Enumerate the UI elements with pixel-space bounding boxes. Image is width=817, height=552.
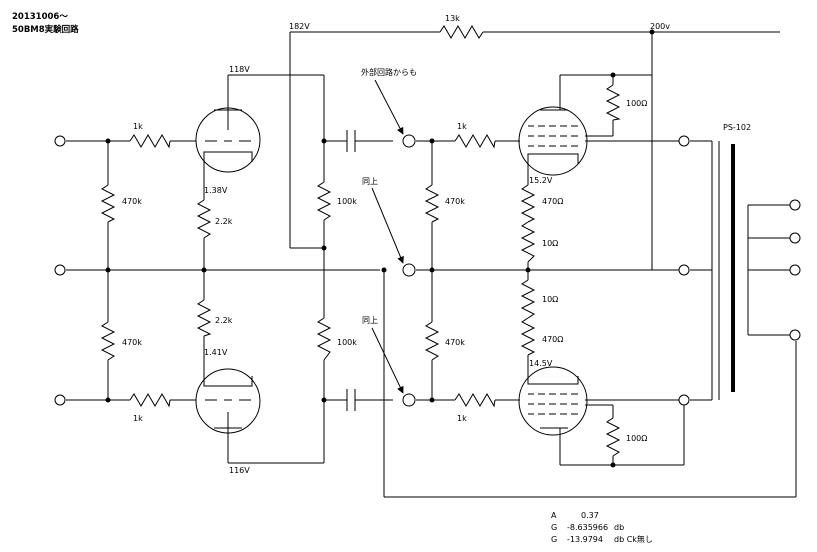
secondary-terminal-2 xyxy=(789,232,801,244)
secondary-terminal-3 xyxy=(789,264,801,276)
label-470k-in-top: 470k xyxy=(122,197,142,206)
resistor-2k2-bot xyxy=(196,299,212,337)
junctions xyxy=(105,29,655,468)
pt-terminal-bot xyxy=(678,394,690,406)
label-14-5v: 14.5V xyxy=(529,359,553,368)
label-1k-out-bot: 1k xyxy=(457,414,467,423)
title-circuit: 50BM8実験回路 xyxy=(12,24,79,35)
tube-lower-triode xyxy=(195,368,261,434)
label-1-41v: 1.41V xyxy=(204,348,228,357)
title-date: 20131006〜 xyxy=(12,12,68,22)
label-15-2v: 15.2V xyxy=(529,176,553,185)
label-470k-out-bot: 470k xyxy=(445,338,465,347)
label-same-1: 同上 xyxy=(362,177,378,186)
input-terminal-bot xyxy=(54,394,66,406)
result-unit-g1: db xyxy=(614,523,624,532)
label-1k-in-top: 1k xyxy=(133,122,143,131)
secondary-terminal-4 xyxy=(789,329,801,341)
label-470-ohm-a: 470Ω xyxy=(542,197,563,206)
jack-top xyxy=(402,134,416,148)
wires xyxy=(66,31,797,498)
label-1-38v: 1.38V xyxy=(204,186,228,195)
resistor-470k-out-bot xyxy=(424,321,440,361)
label-100-ohm-bot: 100Ω xyxy=(626,434,647,443)
resistor-1k-in-top xyxy=(129,134,171,149)
resistor-1k-in-bot xyxy=(129,393,171,408)
label-116v: 116V xyxy=(229,466,250,475)
resistor-100k-top xyxy=(316,181,332,221)
secondary-terminal-1 xyxy=(789,199,801,211)
pt-terminal-mid xyxy=(678,264,690,276)
resistor-10-ohm-b xyxy=(520,279,536,319)
label-470k-out-top: 470k xyxy=(445,197,465,206)
input-terminal-top xyxy=(54,135,66,147)
results-block: A 0.37 G -8.635966 db G -13.9794 db Ck無し xyxy=(551,511,653,544)
resistor-2k2-top xyxy=(196,199,212,239)
resistor-470k-out-top xyxy=(424,184,440,223)
arrow-same-2 xyxy=(371,327,404,394)
label-182v: 182V xyxy=(289,22,310,31)
jack-bot xyxy=(402,393,416,407)
label-10-ohm-a: 10Ω xyxy=(542,239,558,248)
label-118v: 118V xyxy=(229,65,250,74)
resistors xyxy=(100,25,621,457)
label-1k-in-bot: 1k xyxy=(133,414,143,423)
arrows xyxy=(371,79,404,394)
tube-upper-pentode xyxy=(518,106,588,176)
input-terminal-mid xyxy=(54,264,66,276)
result-value-g1: -8.635966 xyxy=(567,523,608,532)
label-2-2k-bot: 2.2k xyxy=(215,316,233,325)
label-470k-in-bot: 470k xyxy=(122,338,142,347)
resistor-470k-in-bot xyxy=(100,321,116,361)
tube-upper-triode xyxy=(195,107,261,173)
result-value-g2: -13.9794 xyxy=(567,535,603,544)
result-label-a: A xyxy=(551,511,557,520)
label-ps-102: PS-102 xyxy=(723,123,751,132)
label-same-2: 同上 xyxy=(362,316,378,325)
jack-mid xyxy=(402,263,416,277)
resistor-13k xyxy=(439,25,484,39)
label-13k: 13k xyxy=(445,14,460,23)
label-10-ohm-b: 10Ω xyxy=(542,295,558,304)
label-2-2k-top: 2.2k xyxy=(215,217,233,226)
terminals xyxy=(54,134,801,407)
label-1k-out-top: 1k xyxy=(457,122,467,131)
label-470-ohm-b: 470Ω xyxy=(542,335,563,344)
diagram-title: 20131006〜 50BM8実験回路 xyxy=(12,12,79,35)
result-unit-g2: db Ck無し xyxy=(614,534,653,544)
resistor-1k-out-bot xyxy=(454,393,496,408)
arrow-same-1 xyxy=(371,187,404,264)
resistor-1k-out-top xyxy=(454,134,496,149)
label-100-ohm-top: 100Ω xyxy=(626,99,647,108)
resistor-470-ohm-b xyxy=(520,317,536,356)
label-100k-bot: 100k xyxy=(337,338,357,347)
tube-lower-pentode xyxy=(518,366,588,436)
resistor-100k-bot xyxy=(316,317,332,361)
arrow-external xyxy=(374,79,404,135)
label-100k-top: 100k xyxy=(337,197,357,206)
label-200v: 200v xyxy=(650,22,670,31)
resistor-470-ohm-a xyxy=(520,184,536,223)
pt-terminal-top xyxy=(678,135,690,147)
result-label-g2: G xyxy=(551,535,557,544)
resistor-100-ohm-bot xyxy=(605,417,621,457)
result-value-a: 0.37 xyxy=(581,511,599,520)
result-label-g1: G xyxy=(551,523,557,532)
label-external: 外部回路からも xyxy=(361,67,417,77)
resistor-470k-in-top xyxy=(100,184,116,223)
resistor-10-ohm-a xyxy=(520,221,536,263)
resistor-100-ohm-top xyxy=(605,84,621,121)
coupling-capacitors xyxy=(346,130,356,411)
labels: 182V 13k 200v 118V 1k 470k 1.38V 2.2k 10… xyxy=(122,14,751,475)
